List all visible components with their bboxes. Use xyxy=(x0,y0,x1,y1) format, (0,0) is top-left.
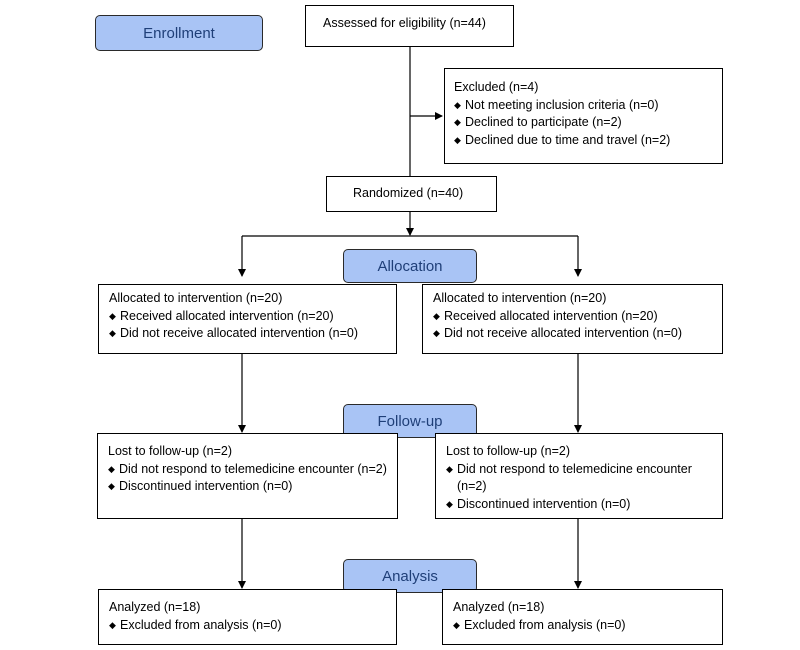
randomized-text: Randomized (n=40) xyxy=(353,186,464,200)
allocation-left-item: ◆Received allocated intervention (n=20) xyxy=(109,308,396,326)
diamond-bullet-icon: ◆ xyxy=(109,619,116,630)
stage-enrollment: Enrollment xyxy=(95,15,263,51)
analysis-left-item: ◆Excluded from analysis (n=0) xyxy=(109,617,396,635)
followup-left-item: ◆Did not respond to telemedicine encount… xyxy=(108,461,391,479)
stage-allocation: Allocation xyxy=(343,249,477,283)
followup-left-item: ◆Discontinued intervention (n=0) xyxy=(108,478,391,496)
excluded-item: ◆Declined due to time and travel (n=2) xyxy=(454,132,722,150)
followup-right-title: Lost to follow-up (n=2) xyxy=(446,444,571,458)
followup-right-box: Lost to follow-up (n=2) ◆Did not respond… xyxy=(435,433,723,519)
diamond-bullet-icon: ◆ xyxy=(108,481,115,491)
analysis-left-title: Analyzed (n=18) xyxy=(109,600,201,614)
stage-follow-up: Follow-up xyxy=(343,404,477,438)
allocation-left-item: ◆Did not receive allocated intervention … xyxy=(109,325,396,343)
diamond-bullet-icon: ◆ xyxy=(446,463,453,474)
excluded-item: ◆Declined to participate (n=2) xyxy=(454,114,722,132)
diamond-bullet-icon: ◆ xyxy=(446,498,453,509)
followup-left-title: Lost to follow-up (n=2) xyxy=(108,444,233,458)
diamond-bullet-icon: ◆ xyxy=(433,328,440,338)
excluded-title: Excluded (n=4) xyxy=(454,80,539,94)
stage-enrollment-label: Enrollment xyxy=(143,24,215,42)
allocation-right-item: ◆Did not receive allocated intervention … xyxy=(433,325,722,343)
followup-right-item: ◆Did not respond to telemedicine encount… xyxy=(446,461,716,496)
diamond-bullet-icon: ◆ xyxy=(109,328,116,338)
diamond-bullet-icon: ◆ xyxy=(108,463,115,474)
stage-allocation-label: Allocation xyxy=(377,257,443,275)
excluded-item: ◆Not meeting inclusion criteria (n=0) xyxy=(454,97,722,115)
stage-analysis: Analysis xyxy=(343,559,477,593)
allocation-left-box: Allocated to intervention (n=20) ◆Receiv… xyxy=(98,284,397,354)
diamond-bullet-icon: ◆ xyxy=(454,99,461,110)
allocation-right-item: ◆Received allocated intervention (n=20) xyxy=(433,308,722,326)
excluded-box: Excluded (n=4) ◆Not meeting inclusion cr… xyxy=(444,68,723,164)
diamond-bullet-icon: ◆ xyxy=(454,134,461,145)
followup-right-item: ◆Discontinued intervention (n=0) xyxy=(446,496,716,514)
allocation-right-title: Allocated to intervention (n=20) xyxy=(433,291,607,305)
assessed-box: Assessed for eligibility (n=44) xyxy=(305,5,514,47)
diamond-bullet-icon: ◆ xyxy=(109,310,116,321)
allocation-left-title: Allocated to intervention (n=20) xyxy=(109,291,283,305)
analysis-right-box: Analyzed (n=18) ◆Excluded from analysis … xyxy=(442,589,723,645)
analysis-right-title: Analyzed (n=18) xyxy=(453,600,545,614)
stage-follow-up-label: Follow-up xyxy=(377,412,443,430)
diamond-bullet-icon: ◆ xyxy=(433,310,440,321)
followup-left-box: Lost to follow-up (n=2) ◆Did not respond… xyxy=(97,433,398,519)
randomized-box: Randomized (n=40) xyxy=(326,176,497,212)
stage-analysis-label: Analysis xyxy=(382,567,438,585)
assessed-text: Assessed for eligibility (n=44) xyxy=(323,16,486,30)
analysis-right-item: ◆Excluded from analysis (n=0) xyxy=(453,617,722,635)
diamond-bullet-icon: ◆ xyxy=(453,619,460,630)
allocation-right-box: Allocated to intervention (n=20) ◆Receiv… xyxy=(422,284,723,354)
diamond-bullet-icon: ◆ xyxy=(454,117,461,127)
analysis-left-box: Analyzed (n=18) ◆Excluded from analysis … xyxy=(98,589,397,645)
